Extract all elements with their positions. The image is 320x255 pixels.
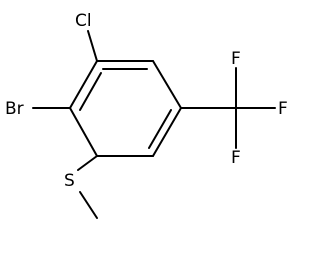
ring-bond-c5-c6 — [69, 107, 98, 157]
bond-c1-cl — [87, 30, 98, 62]
ring-bond-c3-c4 — [152, 107, 182, 157]
ring-bond-c6-c1 — [69, 60, 98, 109]
ring-bond-c3-c4-inner — [148, 109, 172, 149]
molecule-structure: Cl Br S F F F — [5, 11, 288, 219]
atom-label-fluorine-top: F — [231, 49, 241, 69]
atom-labels: Cl Br S F F F — [5, 11, 288, 191]
bond-c5-s — [77, 155, 98, 171]
ring-bond-c6-c1-inner — [79, 72, 102, 111]
atom-label-bromine: Br — [5, 99, 24, 119]
atom-label-sulfur: S — [64, 171, 75, 191]
atom-label-fluorine-right: F — [278, 99, 288, 119]
ring-bond-c2-c3 — [152, 60, 182, 109]
atom-label-chlorine: Cl — [75, 11, 92, 31]
bond-s-methyl — [79, 191, 98, 219]
substituent-bonds — [32, 30, 276, 219]
atom-label-fluorine-bottom: F — [231, 148, 241, 168]
benzene-ring — [69, 60, 182, 157]
